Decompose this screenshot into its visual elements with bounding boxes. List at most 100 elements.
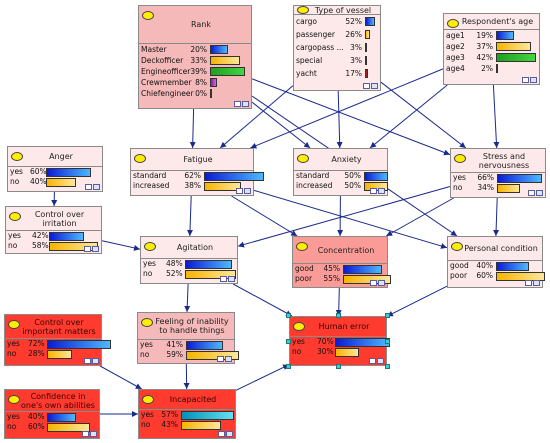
- node-header[interactable]: Respondent's age: [444, 14, 539, 30]
- checkbox-icon[interactable]: [377, 358, 384, 364]
- checkbox-icon[interactable]: [371, 83, 378, 89]
- histogram-icon[interactable]: [84, 246, 91, 252]
- node-header[interactable]: Stress and nervousness: [451, 149, 545, 173]
- histogram-icon[interactable]: [370, 280, 377, 286]
- histogram-icon[interactable]: [522, 77, 529, 83]
- node-header[interactable]: Rank: [139, 6, 251, 44]
- checkbox-icon[interactable]: [90, 431, 97, 437]
- checkbox-icon[interactable]: [244, 188, 251, 194]
- histogram-icon[interactable]: [236, 188, 243, 194]
- node-header[interactable]: Agitation: [141, 237, 237, 259]
- checkbox-icon[interactable]: [530, 77, 537, 83]
- selection-handle[interactable]: [385, 339, 390, 344]
- selection-handle[interactable]: [336, 313, 341, 318]
- selection-handle[interactable]: [336, 364, 341, 369]
- checkbox-icon[interactable]: [536, 190, 543, 196]
- histogram-icon[interactable]: [525, 280, 532, 286]
- histogram-icon[interactable]: [369, 358, 376, 364]
- checkbox-icon[interactable]: [93, 184, 100, 190]
- node-header[interactable]: Personal condition: [448, 237, 542, 261]
- node-header[interactable]: Fatigue: [131, 149, 253, 171]
- checkbox-icon[interactable]: [242, 101, 249, 107]
- histogram-icon[interactable]: [234, 101, 241, 107]
- histogram-icon[interactable]: [85, 184, 92, 190]
- selection-handle[interactable]: [385, 313, 390, 318]
- checkbox-icon[interactable]: [92, 358, 99, 364]
- node-header[interactable]: Type of vessel: [294, 6, 380, 15]
- checkbox-icon[interactable]: [533, 280, 540, 286]
- node-header[interactable]: Control over important matters: [5, 315, 101, 339]
- checkbox-icon[interactable]: [378, 188, 385, 194]
- state-row[interactable]: cargopass ...3%: [294, 41, 380, 54]
- checkbox-icon[interactable]: [378, 280, 385, 286]
- checkbox-icon[interactable]: [228, 276, 235, 282]
- histogram-icon[interactable]: [363, 83, 370, 89]
- selection-handle[interactable]: [286, 339, 291, 344]
- histogram-icon[interactable]: [218, 431, 225, 437]
- selection-handle[interactable]: [286, 364, 291, 369]
- node-header[interactable]: Confidence in one's own abilities: [5, 390, 99, 412]
- checkbox-icon[interactable]: [225, 356, 232, 362]
- checkbox-icon[interactable]: [92, 246, 99, 252]
- node-header[interactable]: Control over irritation: [6, 207, 101, 231]
- histogram-icon[interactable]: [82, 431, 89, 437]
- selection-handle[interactable]: [286, 313, 291, 318]
- histogram-icon[interactable]: [528, 190, 535, 196]
- histogram-icon[interactable]: [217, 356, 224, 362]
- node-header[interactable]: Incapacited: [139, 390, 235, 410]
- node-header[interactable]: Anxiety: [294, 149, 387, 171]
- node-header[interactable]: Feeling of inability to handle things: [138, 313, 234, 340]
- node-header[interactable]: Human error: [290, 317, 386, 337]
